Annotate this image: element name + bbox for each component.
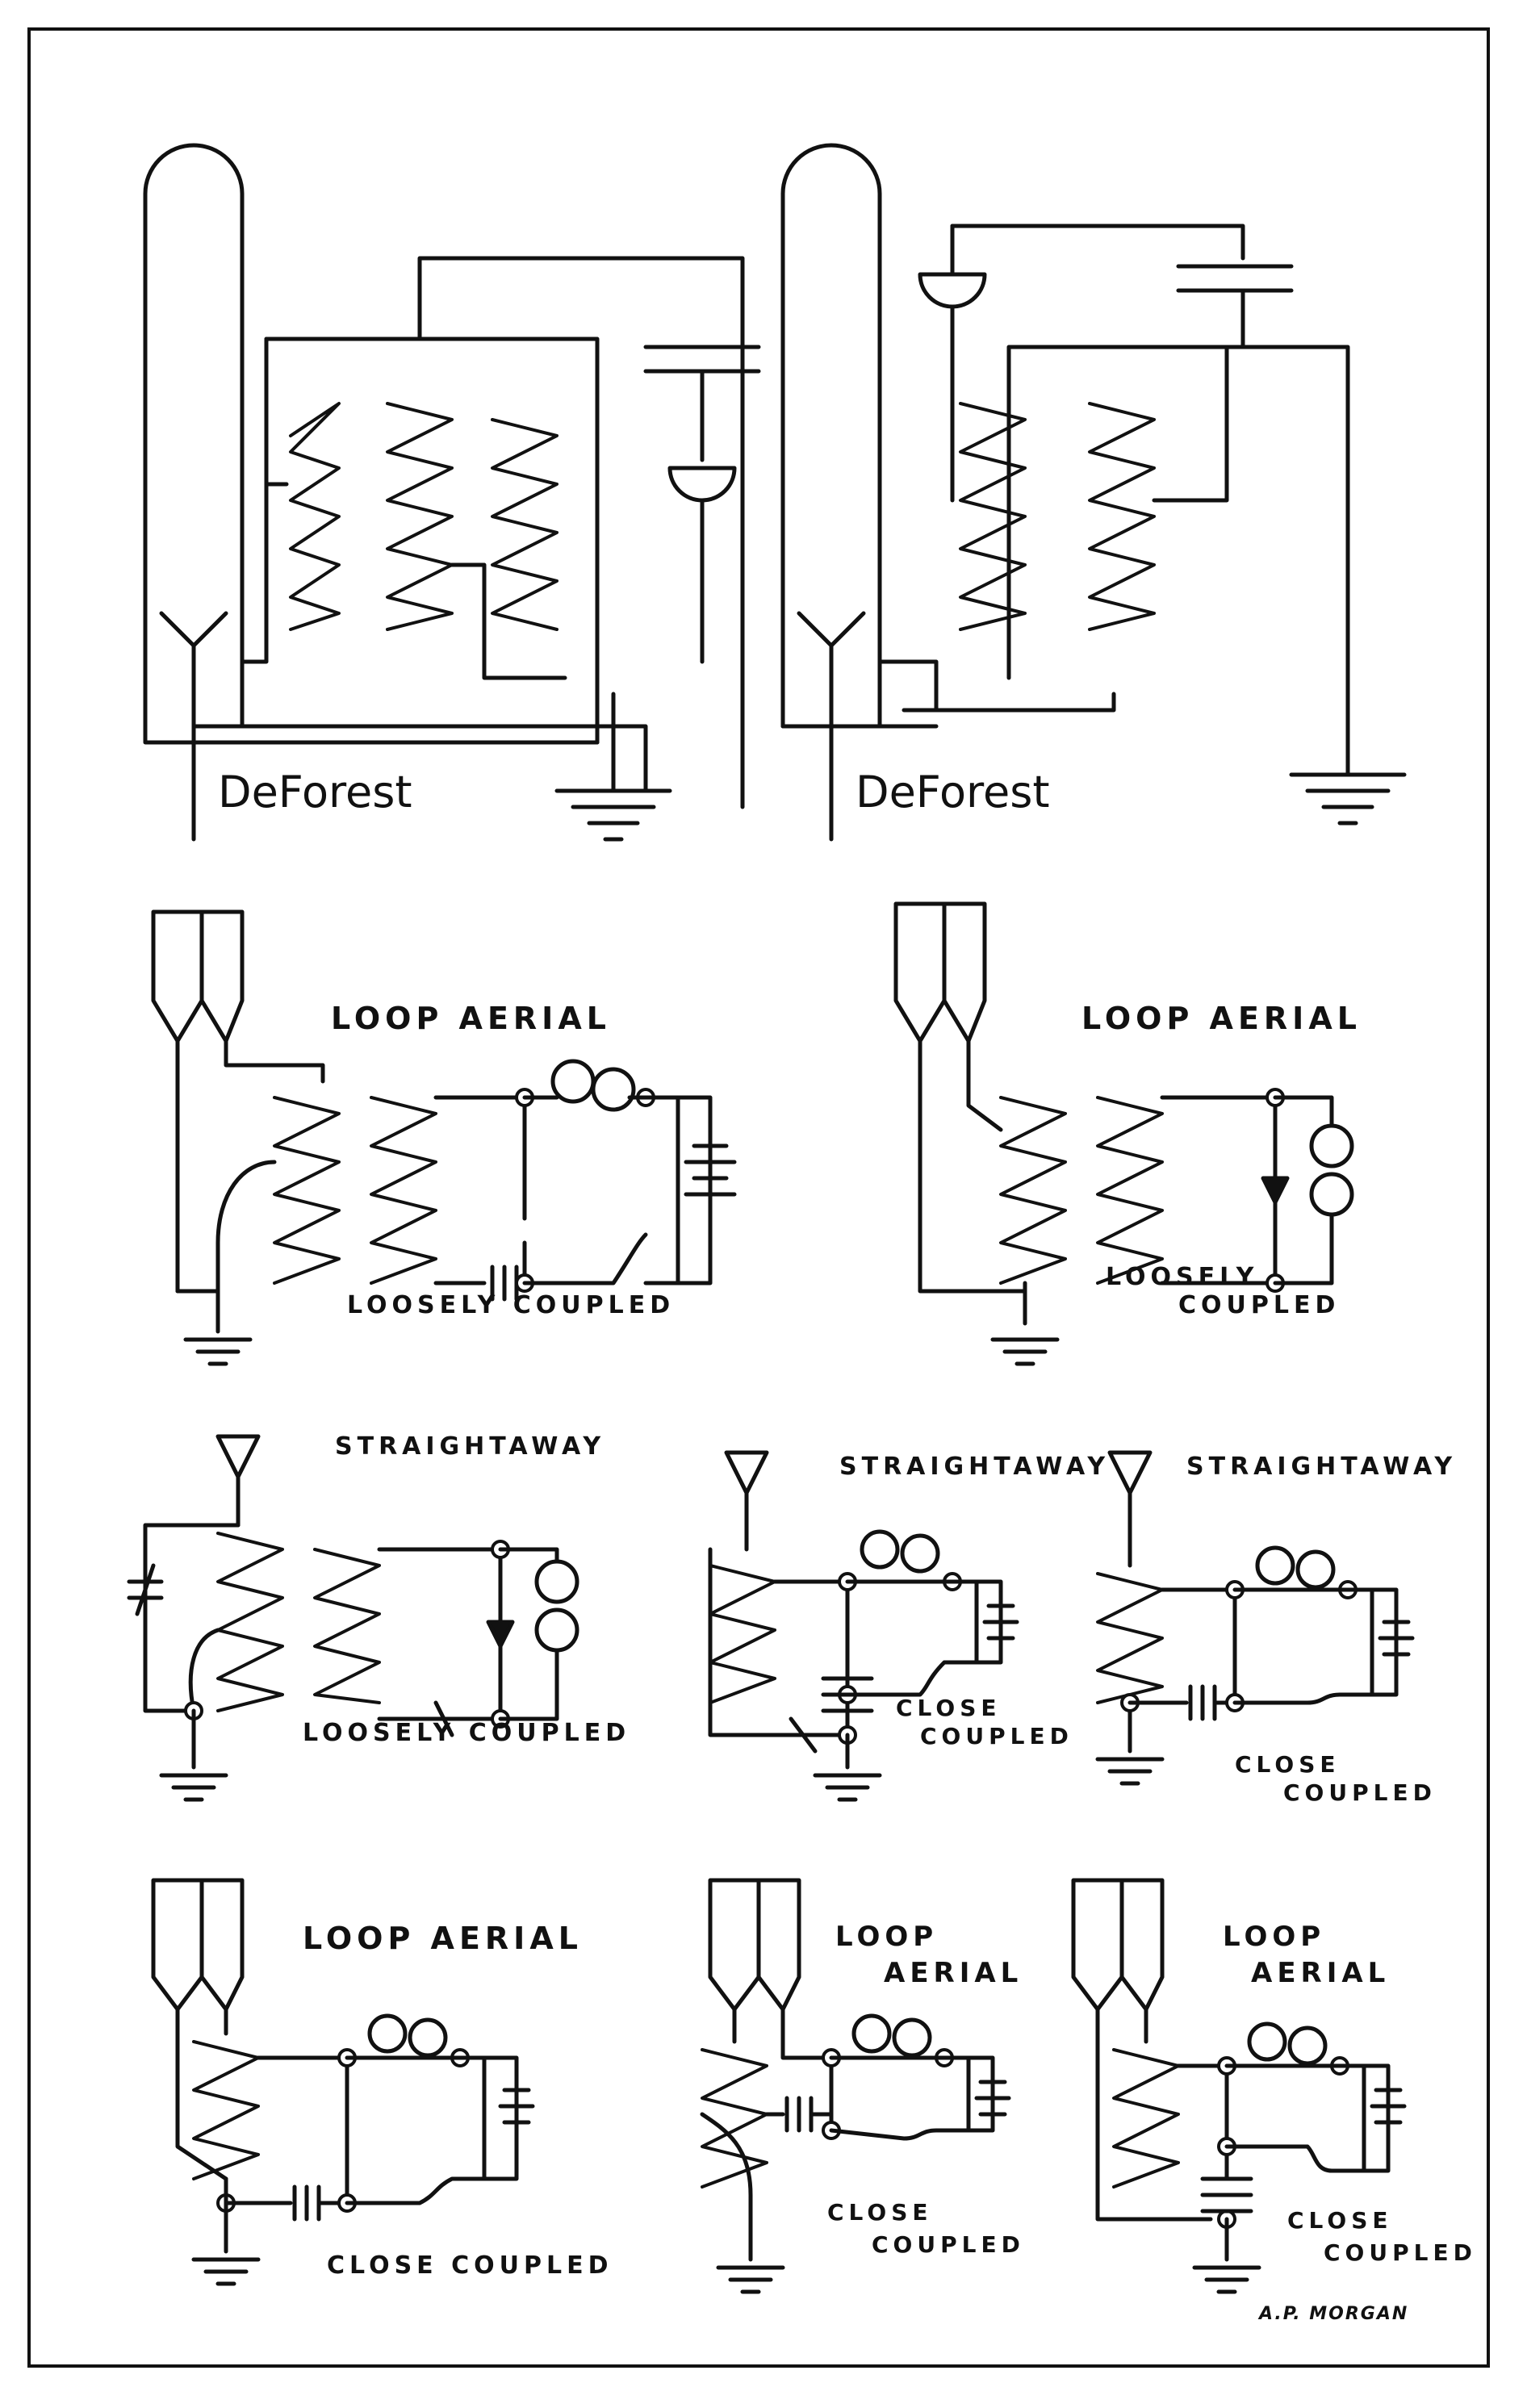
coil-5b bbox=[313, 1548, 381, 1704]
antenna-3 bbox=[1107, 1450, 1153, 1568]
coil-3b bbox=[370, 1096, 437, 1285]
label-close-2: CLOSE bbox=[1235, 1751, 1341, 1778]
ground-3 bbox=[183, 1337, 253, 1366]
label-close-3: CLOSE bbox=[827, 2199, 933, 2226]
label-coupled-3: COUPLED bbox=[1283, 1779, 1437, 1806]
loop-aerial-circuit-5 bbox=[1071, 1878, 1407, 2294]
label-loop-aerial-3: LOOP AERIAL bbox=[303, 1921, 583, 1956]
deforest-circuit-1 bbox=[143, 143, 761, 842]
label-aerial-4: AERIAL bbox=[884, 1957, 1023, 1989]
label-straightaway-1: STRAIGHTAWAY bbox=[335, 1432, 606, 1461]
loop-aerial-2 bbox=[893, 901, 987, 1043]
coil-1a bbox=[289, 402, 341, 631]
label-close-1: CLOSE bbox=[896, 1695, 1002, 1721]
loop-aerial-circuit-1 bbox=[151, 909, 737, 1366]
ground-8 bbox=[191, 2257, 261, 2286]
audion-bulb-2 bbox=[780, 143, 882, 729]
label-loosely-1: LOOSELY bbox=[1106, 1263, 1259, 1291]
label-loop-4: LOOP bbox=[835, 1921, 939, 1953]
label-close-4: CLOSE bbox=[1287, 2207, 1393, 2234]
loop-aerial-4 bbox=[708, 1878, 801, 2012]
label-loosely-coupled-1: LOOSELY COUPLED bbox=[347, 1291, 676, 1319]
ground-1 bbox=[554, 788, 672, 842]
label-coupled-1: COUPLED bbox=[1178, 1291, 1341, 1319]
loop-aerial-circuit-2 bbox=[893, 901, 1354, 1366]
straightaway-circuit-3 bbox=[1095, 1450, 1415, 1786]
label-straightaway-3: STRAIGHTAWAY bbox=[1186, 1453, 1458, 1481]
ground-4 bbox=[990, 1337, 1060, 1366]
condenser-2 bbox=[1176, 264, 1294, 293]
label-straightaway-2: STRAIGHTAWAY bbox=[839, 1453, 1111, 1481]
loop-aerial-circuit-4 bbox=[700, 1878, 1011, 2294]
detector-2 bbox=[918, 272, 987, 309]
page-border bbox=[27, 27, 1490, 2368]
loop-aerial-5 bbox=[1071, 1878, 1165, 2012]
label-deforest-1: DeForest bbox=[218, 767, 412, 817]
label-deforest-2: DeForest bbox=[856, 767, 1050, 817]
coil-1b bbox=[386, 402, 454, 631]
audion-bulb-1 bbox=[143, 143, 245, 729]
ground-6 bbox=[813, 1773, 882, 1802]
label-aerial-5: AERIAL bbox=[1251, 1957, 1391, 1989]
coil-7 bbox=[1096, 1572, 1164, 1704]
loop-aerial-3 bbox=[151, 1878, 245, 2012]
coil-9 bbox=[701, 2048, 768, 2189]
coil-2b bbox=[1088, 402, 1156, 631]
label-coupled-4: COUPLED bbox=[872, 2231, 1025, 2258]
label-loop-aerial-1: LOOP AERIAL bbox=[331, 1001, 611, 1036]
coil-6 bbox=[709, 1564, 776, 1704]
label-close-coupled-1: CLOSE COUPLED bbox=[327, 2251, 613, 2280]
deforest-circuit-2 bbox=[780, 143, 1407, 842]
coil-1c bbox=[491, 418, 559, 631]
loop-aerial-1 bbox=[151, 909, 245, 1043]
coil-4b bbox=[1096, 1096, 1164, 1285]
loop-aerial-circuit-3 bbox=[151, 1878, 535, 2286]
antenna-1 bbox=[215, 1434, 261, 1528]
coil-10 bbox=[1112, 2048, 1180, 2189]
label-loop-5: LOOP bbox=[1223, 1921, 1326, 1953]
antenna-2 bbox=[724, 1450, 769, 1552]
coil-5a bbox=[216, 1532, 284, 1712]
ground-2 bbox=[1289, 772, 1407, 826]
detector-1 bbox=[667, 466, 737, 503]
ground-10 bbox=[1192, 2265, 1261, 2294]
coil-4a bbox=[999, 1096, 1067, 1285]
label-loop-aerial-2: LOOP AERIAL bbox=[1081, 1001, 1362, 1036]
label-coupled-5: COUPLED bbox=[1324, 2239, 1477, 2266]
ground-9 bbox=[716, 2265, 785, 2294]
signature: A.P. MORGAN bbox=[1259, 2304, 1409, 2324]
ground-7 bbox=[1095, 1757, 1165, 1786]
coil-2a bbox=[959, 402, 1027, 631]
coil-8 bbox=[192, 2040, 260, 2180]
straightaway-circuit-2 bbox=[708, 1450, 1019, 1802]
coil-3a bbox=[273, 1096, 341, 1285]
label-loosely-coupled-2: LOOSELY COUPLED bbox=[303, 1719, 631, 1747]
label-coupled-2: COUPLED bbox=[920, 1723, 1073, 1750]
ground-5 bbox=[159, 1773, 228, 1802]
straightaway-circuit-1 bbox=[127, 1434, 579, 1802]
